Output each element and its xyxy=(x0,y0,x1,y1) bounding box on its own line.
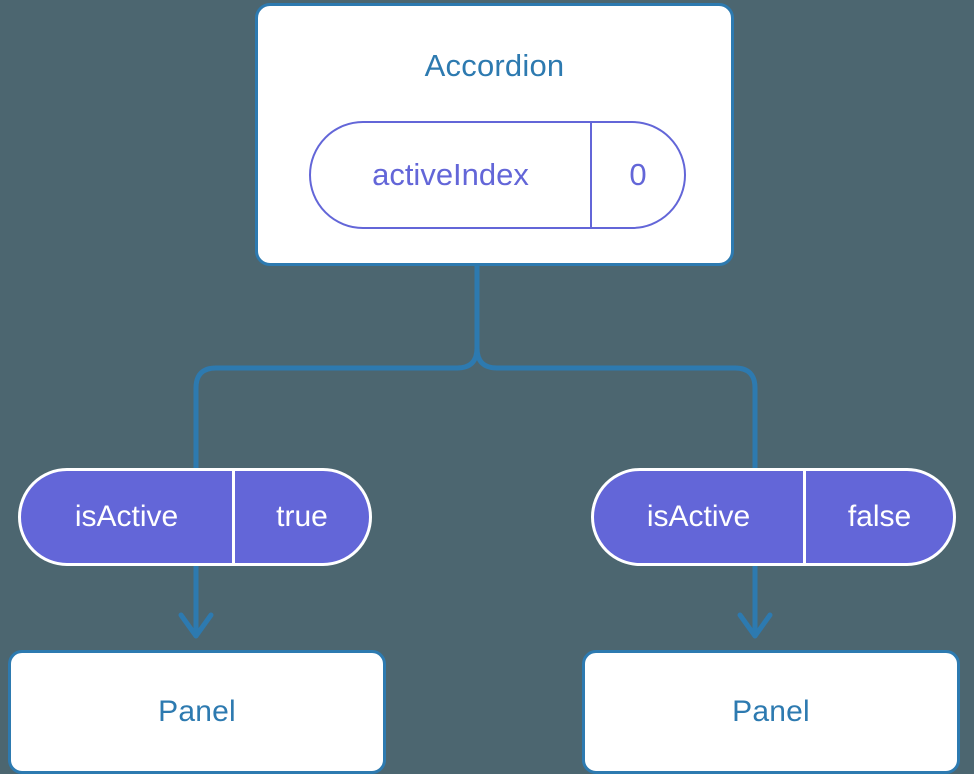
arrowhead-right-icon xyxy=(737,612,773,639)
prop-pill-key: isActive xyxy=(21,471,235,563)
panel-component-node-left[interactable]: Panel xyxy=(8,650,386,774)
state-pill-key: activeIndex xyxy=(311,123,592,227)
state-pill-value: 0 xyxy=(629,157,647,192)
state-pill-active-index[interactable]: activeIndex 0 xyxy=(309,121,686,229)
arrowhead-left-icon xyxy=(178,612,214,639)
prop-pill-value: true xyxy=(276,500,328,533)
panel-component-node-right[interactable]: Panel xyxy=(582,650,960,774)
accordion-node-title: Accordion xyxy=(424,48,565,83)
prop-pill-is-active-false[interactable]: isActive false xyxy=(591,468,956,566)
connector-root-to-left-prop xyxy=(193,263,480,471)
prop-pill-is-active-true[interactable]: isActive true xyxy=(18,468,372,566)
accordion-component-node[interactable]: Accordion activeIndex 0 xyxy=(255,3,734,266)
prop-pill-key: isActive xyxy=(594,471,806,563)
prop-pill-value: false xyxy=(847,500,912,533)
panel-node-title: Panel xyxy=(732,695,810,728)
panel-node-title: Panel xyxy=(158,695,236,728)
connector-root-to-right-prop xyxy=(474,263,758,471)
